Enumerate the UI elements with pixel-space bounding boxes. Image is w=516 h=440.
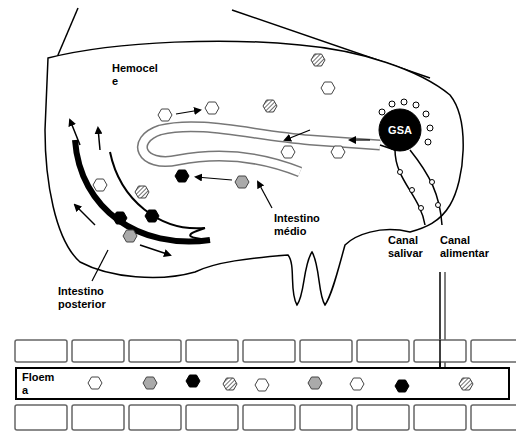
part-label: Canal alimentar [440, 234, 489, 260]
part-label: Intestino médio [274, 212, 320, 238]
gland-circle: GSA [378, 108, 422, 152]
region-label: Hemocel e [112, 62, 158, 88]
part-label: Intestino posterior [58, 285, 106, 311]
phloem-band: Floem a [15, 367, 510, 400]
gland-label: GSA [388, 124, 412, 137]
tissue-label: Floem a [20, 371, 56, 397]
part-label: Canal salivar [388, 234, 423, 260]
